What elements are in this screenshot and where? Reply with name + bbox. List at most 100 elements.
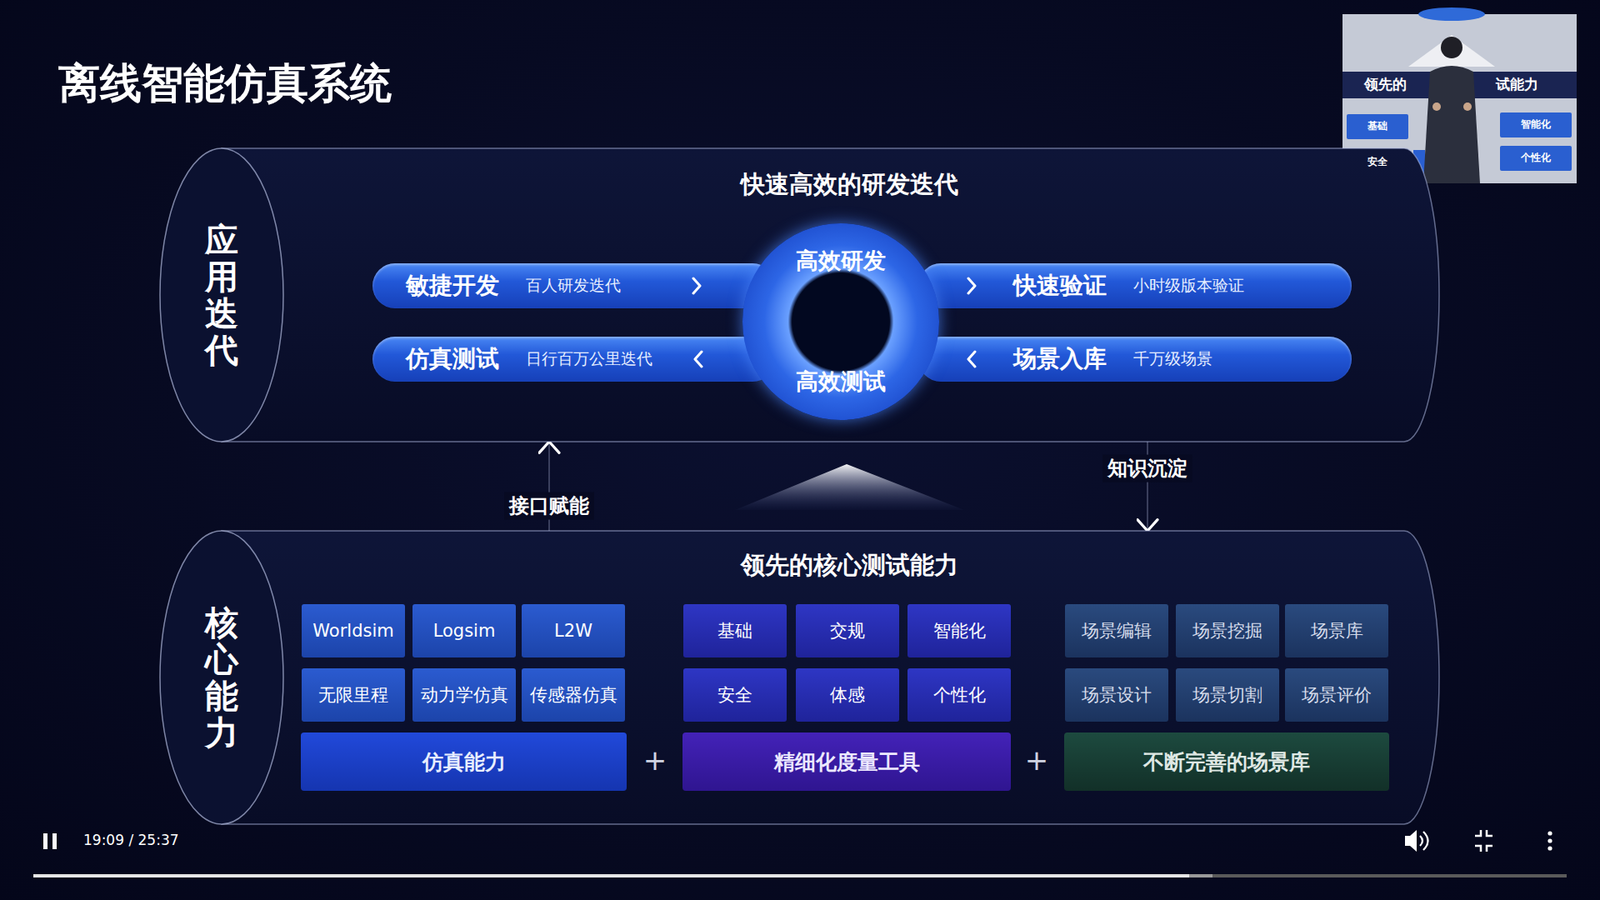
flow-bar: 敏捷开发 百人研发迭代 xyxy=(372,263,775,309)
progress-buffer xyxy=(33,874,1213,878)
tile-label: 个性化 xyxy=(933,683,986,707)
box-label: 仿真能力 xyxy=(422,748,506,776)
cylinder-body xyxy=(221,148,1440,442)
band-title: 领先的核心测试能力 xyxy=(260,550,1440,580)
cylinder-band: 应用迭代快速高效的研发迭代敏捷开发 百人研发迭代 快速验证 小时级版本验证仿真测试 日行… xyxy=(160,148,1440,442)
flow-bar: 场景入库 千万级场景 xyxy=(918,336,1352,382)
chevron-symbol xyxy=(965,350,978,369)
edge-label: 接口赋能 xyxy=(504,492,595,520)
chevron-symbol xyxy=(692,350,705,369)
capability-tile: 智能化 xyxy=(907,604,1011,658)
capability-box: 不断完善的场景库 xyxy=(1064,732,1390,791)
label-anchor: + xyxy=(1025,744,1050,777)
speaker-wave xyxy=(1423,831,1429,850)
presenter-body xyxy=(1423,65,1480,184)
inset-heading: 领先的 xyxy=(1364,76,1407,94)
loop-ring: 高效研发高效测试 xyxy=(742,223,940,420)
label-anchor: 领先的 xyxy=(1364,76,1407,94)
tile-label: 场景库 xyxy=(1310,619,1364,643)
edge-label: 知识沉淀 xyxy=(1102,455,1193,483)
band-heading: 核心能力 xyxy=(205,604,239,751)
bar-note: 百人研发迭代 xyxy=(525,275,621,297)
tile-label: 体感 xyxy=(830,683,865,707)
bar-label: 敏捷开发 xyxy=(405,270,500,302)
label-anchor: 知识沉淀 xyxy=(1102,455,1193,483)
tile-label: 安全 xyxy=(717,683,753,707)
cylinder-end xyxy=(160,530,284,825)
capability-tile: 个性化 xyxy=(907,668,1011,722)
speaker-icon xyxy=(1405,830,1417,852)
bar-label: 快速验证 xyxy=(1013,270,1107,302)
inset-box-label: 智能化 xyxy=(1520,119,1551,131)
capability-tile: Logsim xyxy=(412,604,516,658)
progress-played xyxy=(33,874,1190,878)
chevron-stroke xyxy=(968,351,975,367)
tile-label: 交规 xyxy=(830,619,865,643)
inset-heading: 试能力 xyxy=(1495,76,1539,94)
cylinder-body xyxy=(221,530,1440,825)
tile-label: 场景编辑 xyxy=(1081,619,1152,643)
bar-label: 场景入库 xyxy=(1013,343,1107,375)
capability-tile: 场景挖掘 xyxy=(1175,604,1280,658)
inset-arc xyxy=(1418,7,1485,21)
inset-box-label: 安全 xyxy=(1367,156,1388,169)
ring-label: 高效测试 xyxy=(795,368,886,395)
capability-tile: 体感 xyxy=(795,668,900,722)
label-anchor: 试能力 xyxy=(1495,76,1539,94)
bar-label: 仿真测试 xyxy=(405,343,500,375)
capability-tile: 场景编辑 xyxy=(1065,604,1169,658)
bar-note: 千万级场景 xyxy=(1133,348,1213,370)
cylinder-end xyxy=(160,148,284,442)
capability-tile: 动力学仿真 xyxy=(412,668,516,722)
capability-tile: 交规 xyxy=(795,604,900,658)
capability-box: 仿真能力 xyxy=(300,732,627,791)
capability-tile: 场景库 xyxy=(1285,604,1389,658)
tile-label: L2W xyxy=(554,620,593,641)
tile-label: 场景切割 xyxy=(1192,683,1263,707)
fullscreen-icon xyxy=(1475,830,1493,852)
ring-label: 高效研发 xyxy=(795,247,886,275)
plus-sign: + xyxy=(1025,744,1050,777)
tile-label: Worldsim xyxy=(312,620,394,641)
box-label: 不断完善的场景库 xyxy=(1143,748,1310,776)
cylinder-band: 核心能力领先的核心测试能力WorldsimLogsimL2W无限里程动力学仿真传… xyxy=(160,530,1440,825)
bar-note: 小时级版本验证 xyxy=(1133,275,1245,297)
capability-tile: 场景设计 xyxy=(1065,668,1169,722)
tile-label: 基础 xyxy=(717,619,753,643)
presenter-hand xyxy=(1432,102,1441,111)
capability-tile: 安全 xyxy=(683,668,787,722)
label-anchor: 智能化 xyxy=(1520,119,1551,131)
title-anchor: 离线智能仿真系统 xyxy=(58,58,392,109)
chevron-symbol xyxy=(965,276,978,295)
pause-bar xyxy=(52,833,57,850)
capability-tile: Worldsim xyxy=(301,604,405,658)
inset-box xyxy=(1500,112,1572,138)
label-anchor: 安全 xyxy=(1367,156,1388,169)
chevron-stroke xyxy=(968,278,975,294)
plus-sign: + xyxy=(643,744,668,777)
capability-tile: 场景切割 xyxy=(1175,668,1280,722)
slide-title: 离线智能仿真系统 xyxy=(58,58,392,109)
menu-dot xyxy=(1547,845,1552,850)
speaker-wave xyxy=(1420,835,1423,846)
tile-label: 场景评价 xyxy=(1301,683,1372,707)
tile-label: 智能化 xyxy=(933,619,986,643)
inset-box-label: 基础 xyxy=(1367,120,1388,133)
label-anchor: 接口赋能 xyxy=(504,492,595,520)
capability-tile: L2W xyxy=(521,604,625,658)
tile-label: 无限里程 xyxy=(318,683,389,707)
capability-box: 精细化度量工具 xyxy=(682,732,1011,791)
chevron-symbol xyxy=(690,276,703,295)
presenter-head xyxy=(1440,36,1463,59)
bar-note: 日行百万公里迭代 xyxy=(525,348,653,370)
capability-tile: 场景评价 xyxy=(1285,668,1389,722)
band-title: 快速高效的研发迭代 xyxy=(260,170,1440,200)
chevron-stroke xyxy=(693,278,700,294)
band-heading: 应用迭代 xyxy=(205,221,239,369)
presenter-hand xyxy=(1463,102,1472,111)
menu-dot xyxy=(1547,838,1552,843)
tile-label: 动力学仿真 xyxy=(420,683,509,707)
label-anchor: 基础 xyxy=(1367,120,1388,133)
label-anchor: 个性化 xyxy=(1520,152,1551,165)
